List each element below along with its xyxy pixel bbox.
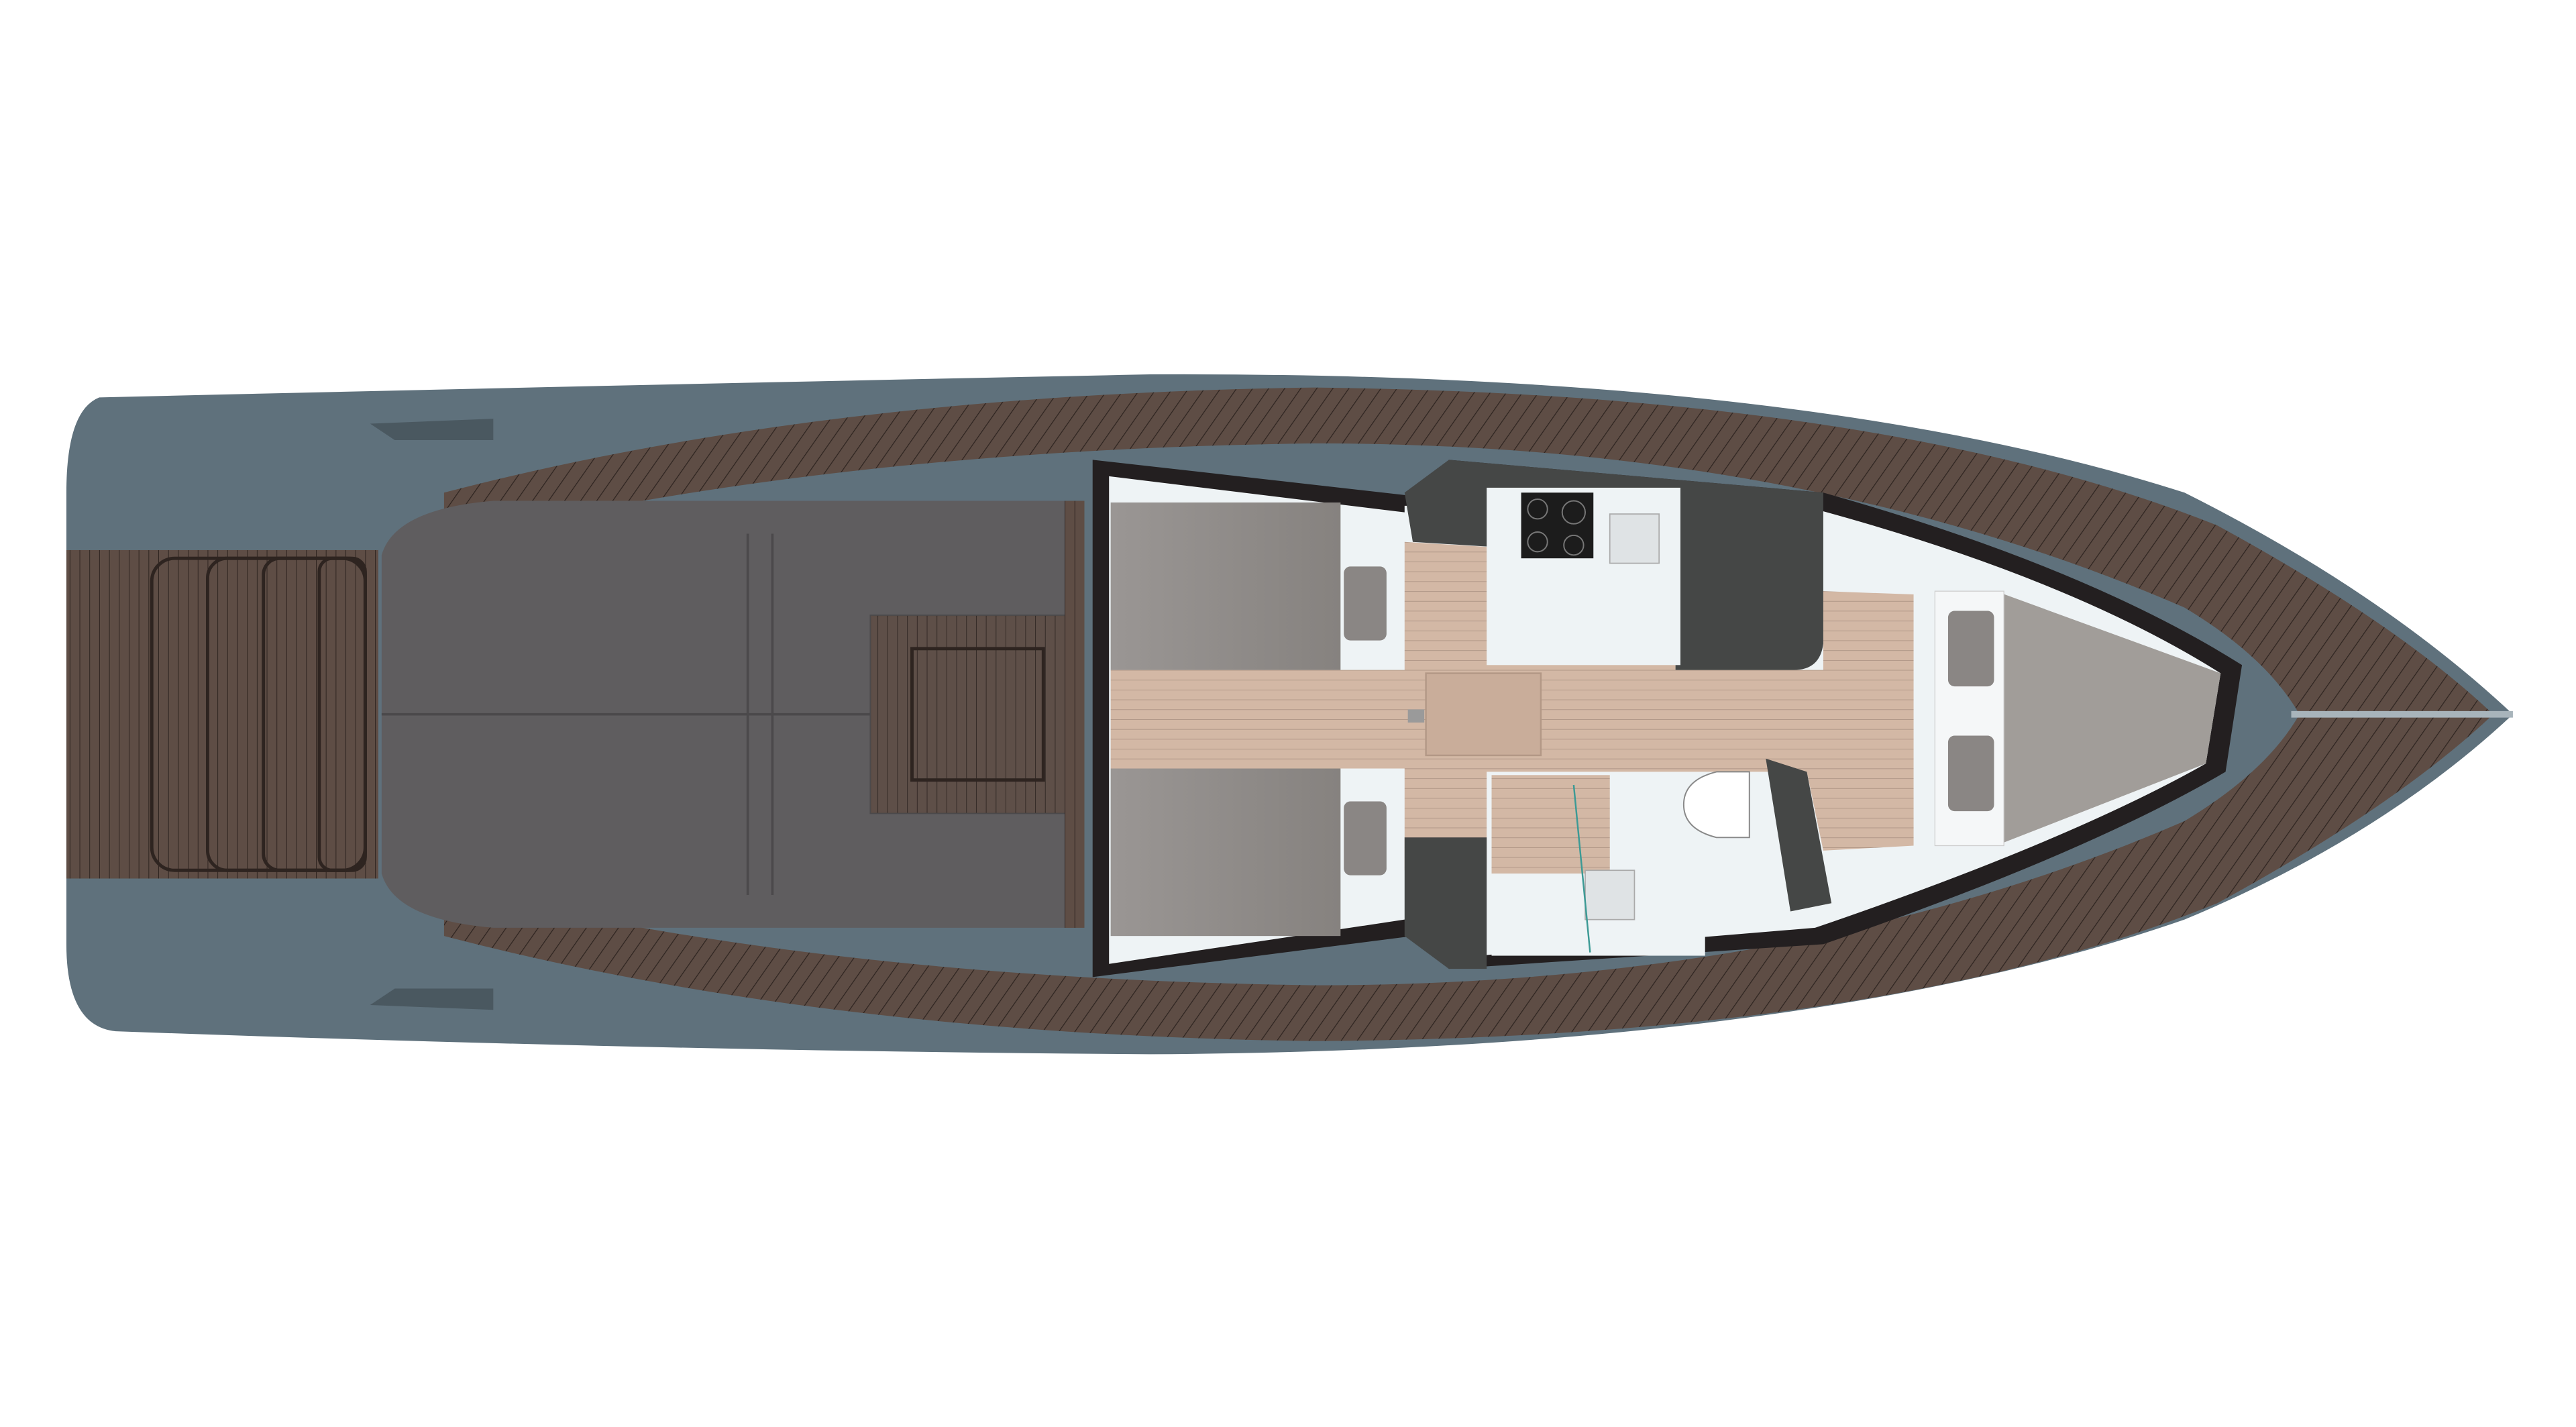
head-wall <box>1766 758 1832 912</box>
shower-screen <box>1572 784 1591 953</box>
stern-steps <box>150 556 367 872</box>
stern-hatch-top <box>370 419 494 440</box>
head-floor-teak <box>1491 775 1610 874</box>
head-sink <box>1585 869 1635 920</box>
pillow <box>1344 801 1387 876</box>
head-cabinet <box>1404 837 1487 969</box>
cockpit-side-teak-top <box>1065 500 1085 928</box>
swim-platform <box>66 549 379 879</box>
side-deck-teak <box>443 387 2493 1041</box>
hatch-latch <box>1407 709 1425 723</box>
pillow <box>1344 566 1387 641</box>
cabin-steps <box>1425 672 1542 757</box>
forward-berth <box>1995 591 2221 846</box>
toilet <box>1682 771 1750 839</box>
cooktop-burners-icon <box>1527 498 1587 556</box>
stern-hatch-bottom <box>370 988 494 1010</box>
cockpit-table-teak <box>871 615 1069 813</box>
pillow <box>1947 611 1994 687</box>
galley-sink <box>1609 513 1660 564</box>
bed-starboard <box>1110 768 1341 937</box>
pillow <box>1947 735 1994 812</box>
bed-port <box>1110 502 1341 670</box>
